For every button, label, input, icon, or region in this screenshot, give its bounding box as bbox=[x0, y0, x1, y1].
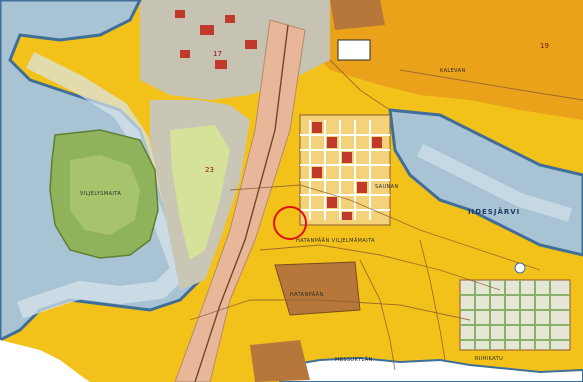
northeast-land bbox=[300, 0, 583, 120]
small-pond bbox=[514, 262, 526, 274]
lake-shallows bbox=[416, 143, 573, 222]
label-west-block: VILJELYSMAITA bbox=[80, 191, 121, 197]
label-area-east: SAUNAN bbox=[375, 184, 399, 190]
road-network bbox=[189, 59, 583, 371]
brown-plot-southwest bbox=[250, 340, 310, 382]
label-south-central: HATANPÄÄN bbox=[290, 291, 324, 298]
label-num-northeast: 19 bbox=[540, 42, 549, 50]
south-shore bbox=[278, 356, 583, 382]
label-iidesjarvi: IIDESJÄRVI bbox=[468, 207, 520, 216]
north-building bbox=[337, 39, 371, 61]
pale-green-strip bbox=[170, 125, 230, 260]
east-residential-grid bbox=[299, 114, 391, 226]
label-southeast: RIIHIKATU bbox=[475, 356, 503, 362]
north-city-blocks bbox=[175, 10, 257, 69]
southwest-edge bbox=[0, 340, 90, 382]
label-num-west: 23 bbox=[205, 166, 214, 174]
location-marker[interactable] bbox=[273, 206, 307, 240]
railway-corridor bbox=[174, 19, 306, 382]
label-num-north: 17 bbox=[213, 50, 222, 58]
brown-plot-south bbox=[274, 261, 361, 316]
railway-line bbox=[194, 24, 289, 382]
brown-plot-north bbox=[330, 0, 385, 30]
label-area-northeast: KALEVAN bbox=[440, 68, 466, 74]
peninsula-inner bbox=[70, 155, 140, 235]
southeast-residential-grid bbox=[459, 279, 571, 351]
label-south: MESSUKYLÄN bbox=[335, 356, 373, 363]
label-fields: HATANPÄÄN VILJELMÄMAITA bbox=[296, 237, 375, 244]
